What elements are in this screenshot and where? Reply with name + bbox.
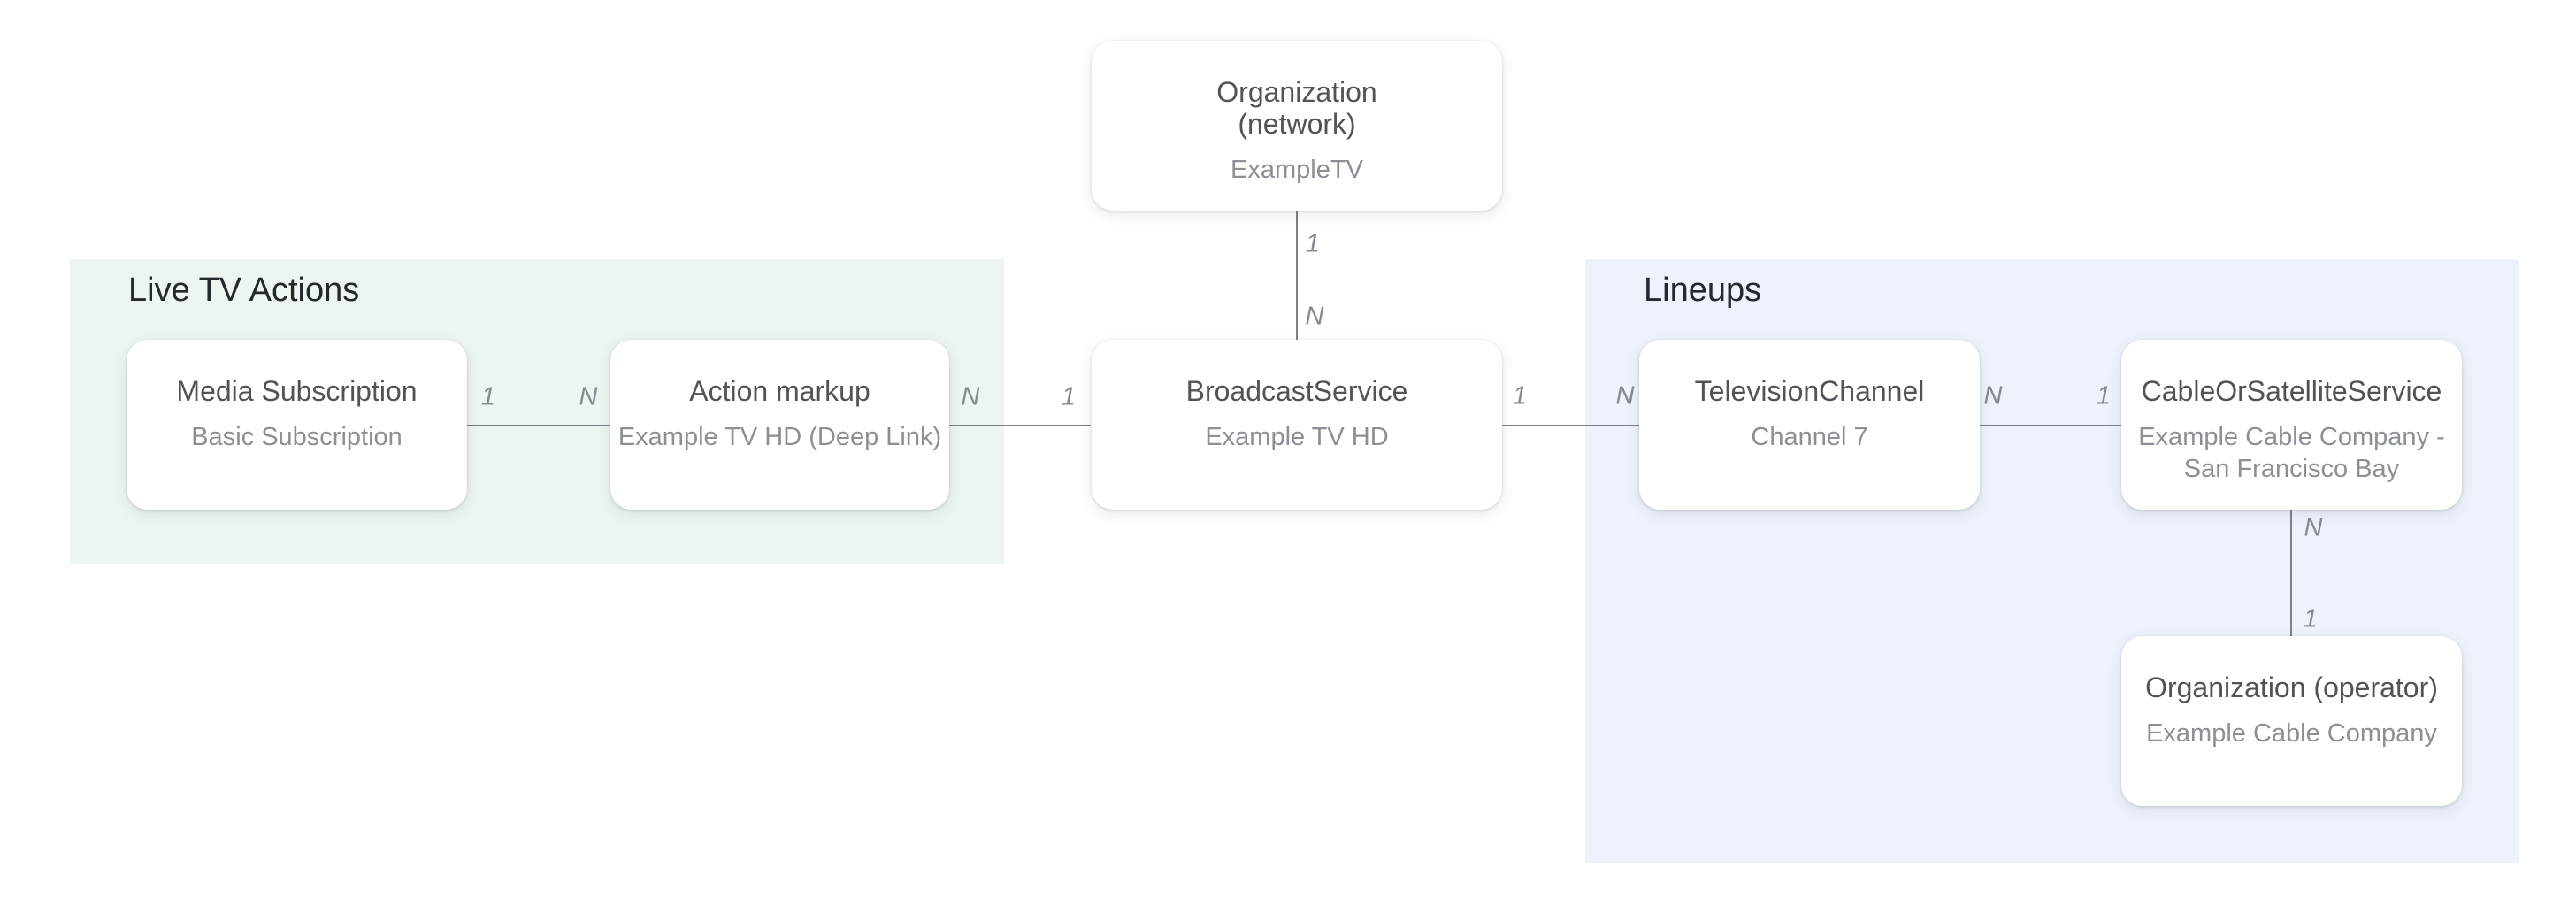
node-title: Organization xyxy=(1216,76,1377,108)
node-organization-network: Organization (network) ExampleTV xyxy=(1092,41,1502,211)
node-television-channel: TelevisionChannel Channel 7 xyxy=(1639,340,1980,510)
connector-action-to-broadcast xyxy=(949,425,1091,426)
live-tv-actions-panel-label: Live TV Actions xyxy=(128,272,360,309)
node-title: Action markup xyxy=(689,375,870,407)
node-title: Media Subscription xyxy=(176,375,418,407)
node-subtitle: Example TV HD xyxy=(1205,423,1389,451)
node-subtitle: ExampleTV xyxy=(1230,156,1363,184)
node-subtitle: Example Cable Company - xyxy=(2138,423,2445,451)
node-title: (network) xyxy=(1238,108,1356,140)
cardinality-label: N xyxy=(1983,381,2003,411)
node-action-markup: Action markup Example TV HD (Deep Link) xyxy=(610,340,949,510)
cardinality-label: 1 xyxy=(1305,229,1321,258)
node-broadcast-service: BroadcastService Example TV HD xyxy=(1092,340,1502,510)
cardinality-label: N xyxy=(579,382,598,411)
node-cable-or-satellite-service: CableOrSatelliteService Example Cable Co… xyxy=(2121,340,2462,510)
cardinality-label: 1 xyxy=(1061,382,1077,411)
node-title: Organization (operator) xyxy=(2145,672,2438,703)
node-subtitle: Basic Subscription xyxy=(191,423,402,451)
node-subtitle: Example Cable Company xyxy=(2146,719,2437,748)
cardinality-label: 1 xyxy=(2096,381,2112,411)
connector-channel-to-cable xyxy=(1980,425,2121,426)
cardinality-label: N xyxy=(961,382,980,411)
node-subtitle: Example TV HD (Deep Link) xyxy=(617,423,942,451)
cardinality-label: N xyxy=(1305,302,1324,331)
node-media-subscription: Media Subscription Basic Subscription xyxy=(126,340,467,510)
connector-cable-to-operator xyxy=(2290,510,2292,636)
cardinality-label: 1 xyxy=(2303,604,2319,633)
node-subtitle: Channel 7 xyxy=(1751,423,1868,451)
node-title: BroadcastService xyxy=(1185,375,1408,407)
connector-subscription-to-action xyxy=(467,425,610,426)
cardinality-label: N xyxy=(2304,513,2323,542)
node-title: CableOrSatelliteService xyxy=(2141,375,2442,407)
cardinality-label: N xyxy=(1615,381,1635,411)
cardinality-label: 1 xyxy=(480,382,496,411)
node-organization-operator: Organization (operator) Example Cable Co… xyxy=(2121,636,2462,806)
lineups-panel-label: Lineups xyxy=(1644,272,1762,309)
connector-network-to-broadcast xyxy=(1296,211,1298,340)
node-subtitle: San Francisco Bay xyxy=(2183,455,2400,483)
node-title: TelevisionChannel xyxy=(1694,375,1925,407)
connector-broadcast-to-channel xyxy=(1502,425,1639,426)
cardinality-label: 1 xyxy=(1512,381,1528,411)
